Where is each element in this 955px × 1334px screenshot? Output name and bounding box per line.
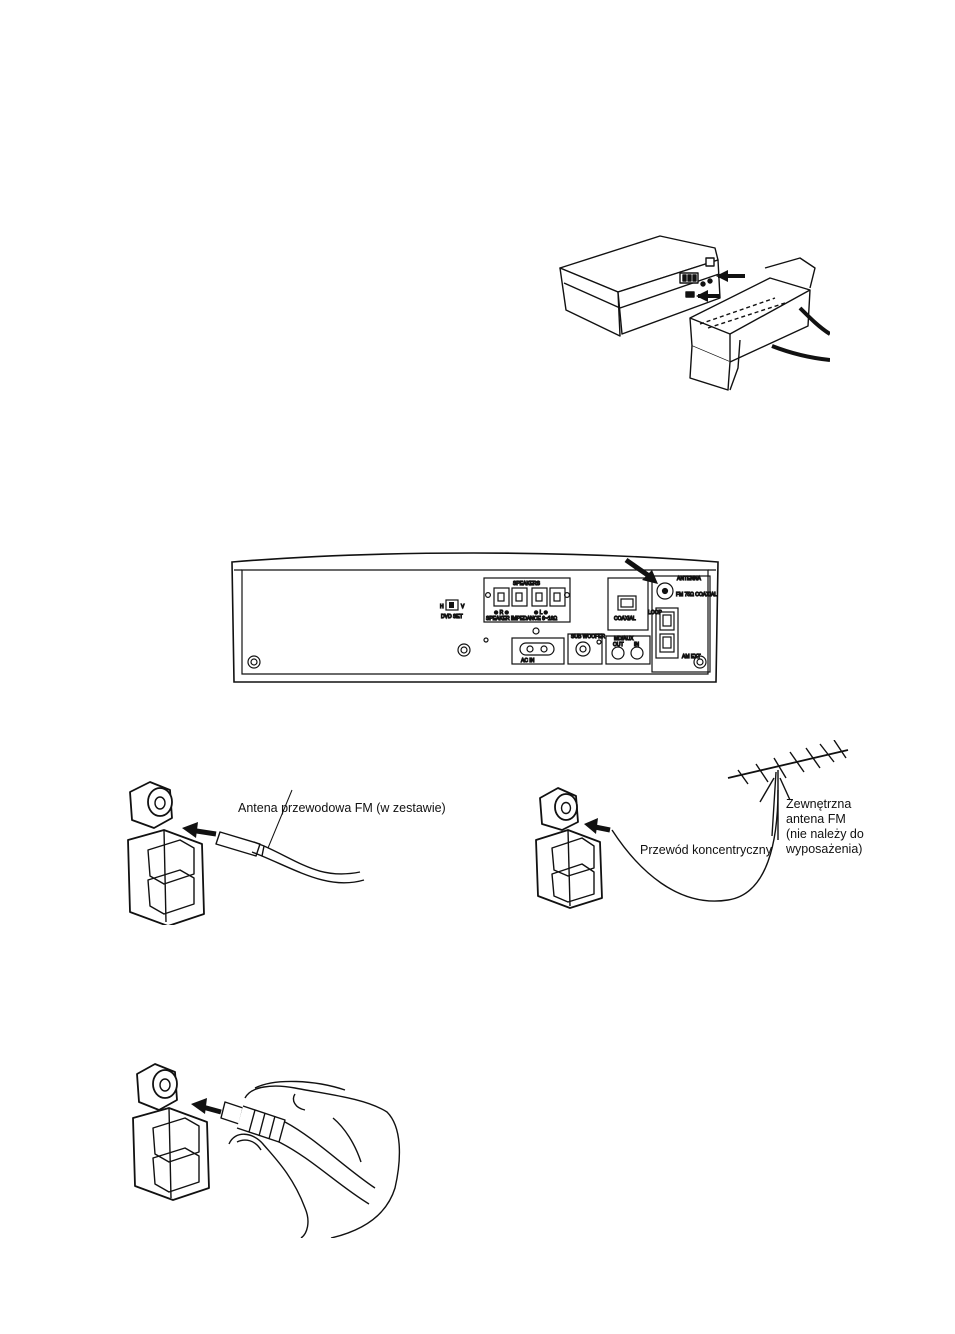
impedance-label: SPEAKER IMPEDANCE 6~16Ω [486, 616, 557, 622]
loop-label: LOOP [648, 610, 663, 616]
wired-fm-antenna-label: Antena przewodowa FM (w zestawie) [238, 801, 446, 816]
rear-panel-illustration: H V DVD SET SPEAKERS ⊕ R ⊖ ⊕ L ⊖ SPEAKER… [228, 548, 722, 684]
out-label: OUT [613, 642, 624, 648]
antenna-label: ANTENNA [677, 576, 702, 582]
in-label: IN [634, 642, 639, 648]
wired-fm-antenna-illustration [120, 770, 380, 925]
subwoofer-label: SUB WOOFER [571, 634, 606, 640]
coaxial-cable-label: Przewód koncentryczny [640, 843, 772, 858]
switch-label: H [440, 604, 444, 610]
dvd-set-label: DVD SET [441, 614, 463, 620]
system-connection-illustration [540, 228, 830, 393]
hand-plug-insertion-illustration [125, 1058, 405, 1238]
coaxial-label: COAXIAL [614, 616, 636, 622]
outdoor-fm-antenna-label: Zewnętrzna antena FM (nie należy do wypo… [786, 797, 864, 857]
ac-in-label: AC IN [521, 658, 535, 664]
fm-coaxial-label: FM 75Ω COAXIAL [676, 592, 717, 598]
speakers-label: SPEAKERS [513, 581, 541, 587]
